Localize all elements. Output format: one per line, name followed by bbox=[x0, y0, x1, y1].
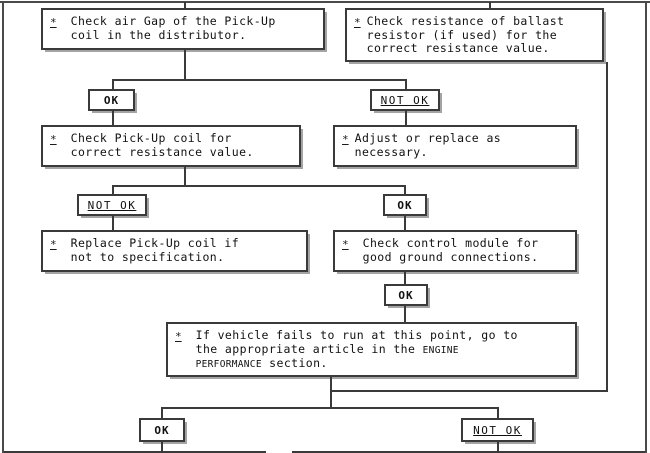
page-frame-left-border bbox=[2, 1, 4, 453]
node-check-ballast-resistor: * Check resistance of ballast resistor (… bbox=[345, 8, 604, 62]
node-check-control-module-text: Check control module for good ground con… bbox=[362, 236, 539, 264]
connector-airgap-down bbox=[184, 50, 186, 80]
tag-ok-bottom[interactable]: OK bbox=[139, 418, 185, 442]
node-check-pickup-coil: * Check Pick-Up coil for correct resista… bbox=[41, 125, 301, 167]
connector-airgap-branch-bar bbox=[112, 79, 407, 81]
tag-notok-pickup[interactable]: NOT OK bbox=[77, 194, 147, 216]
connector-bottom-to-ok bbox=[161, 407, 163, 419]
connector-bottom-join-drop bbox=[330, 390, 332, 408]
page-frame-right-border bbox=[645, 1, 647, 453]
node-replace-pickup-coil-text: Replace Pick-Up coil if not to specifica… bbox=[70, 236, 240, 264]
engine-performance-ref-engine: ENGINE bbox=[422, 344, 459, 356]
connector-notok-pickup-down bbox=[112, 216, 114, 230]
bullet-icon: * bbox=[50, 133, 57, 146]
bullet-icon: * bbox=[354, 16, 361, 29]
bullet-icon: * bbox=[342, 133, 349, 146]
tag-notok-ballast[interactable]: NOT OK bbox=[370, 89, 440, 111]
bullet-icon: * bbox=[50, 16, 57, 29]
tag-label: OK bbox=[398, 288, 414, 302]
connector-pickup-down bbox=[184, 167, 186, 186]
bullet-icon: * bbox=[175, 330, 182, 343]
connector-out-right-bar bbox=[292, 451, 645, 453]
engine-performance-line-2a: the appropriate article in the bbox=[195, 341, 423, 356]
bullet-icon: * bbox=[50, 238, 57, 251]
tag-label: OK bbox=[397, 198, 413, 212]
connector-engineperf-down bbox=[330, 377, 332, 391]
node-replace-pickup-coil: * Replace Pick-Up coil if not to specifi… bbox=[41, 230, 308, 272]
connector-bottom-join-bar bbox=[330, 390, 608, 392]
connector-in-left bbox=[184, 2, 186, 9]
node-engine-performance-text: If vehicle fails to run at this point, g… bbox=[195, 328, 567, 372]
node-check-ballast-resistor-text: Check resistance of ballast resistor (if… bbox=[366, 14, 565, 55]
connector-out-left bbox=[161, 442, 163, 453]
node-check-pickup-coil-text: Check Pick-Up coil for correct resistanc… bbox=[70, 131, 254, 159]
tag-label: NOT OK bbox=[473, 423, 522, 437]
connector-pickup-branch-bar bbox=[112, 185, 406, 187]
tag-ok-adjust[interactable]: OK bbox=[383, 194, 427, 216]
node-engine-performance: * If vehicle fails to run at this point,… bbox=[166, 322, 577, 377]
connector-pickup-to-ok bbox=[404, 185, 406, 194]
node-adjust-or-replace-text: Adjust or replace as necessary. bbox=[354, 131, 502, 159]
connector-module-down bbox=[404, 272, 406, 284]
connector-bottom-branch-bar bbox=[161, 407, 499, 409]
connector-out-right bbox=[497, 442, 499, 453]
node-adjust-or-replace: * Adjust or replace as necessary. bbox=[333, 125, 577, 167]
connector-bottom-to-notok bbox=[497, 407, 499, 419]
connector-notok-ballast-down bbox=[405, 111, 407, 125]
connector-out-left-bar bbox=[4, 451, 266, 453]
engine-performance-ref-performance: PERFORMANCE bbox=[195, 359, 262, 370]
node-check-air-gap-text: Check air Gap of the Pick-Up coil in the… bbox=[70, 14, 276, 42]
connector-ballast-bypass-vertical bbox=[606, 62, 608, 390]
connector-in-right bbox=[489, 2, 491, 9]
tag-label: OK bbox=[154, 423, 170, 437]
node-check-control-module: * Check control module for good ground c… bbox=[333, 230, 577, 272]
tag-notok-bottom[interactable]: NOT OK bbox=[461, 418, 534, 442]
engine-performance-line-3b: section. bbox=[261, 356, 328, 370]
connector-ok-airgap-down bbox=[112, 111, 114, 125]
page-frame-top-border bbox=[0, 1, 650, 3]
bullet-icon: * bbox=[342, 238, 349, 251]
tag-label: NOT OK bbox=[380, 93, 430, 107]
tag-label: OK bbox=[103, 93, 120, 107]
node-check-air-gap: * Check air Gap of the Pick-Up coil in t… bbox=[41, 8, 325, 50]
connector-airgap-to-notok bbox=[405, 79, 407, 89]
connector-ok-adjust-down bbox=[404, 216, 406, 230]
tag-ok-module[interactable]: OK bbox=[384, 284, 428, 306]
tag-ok-airgap[interactable]: OK bbox=[88, 89, 135, 111]
connector-pickup-to-notok bbox=[112, 185, 114, 194]
connector-airgap-to-ok bbox=[112, 79, 114, 89]
connector-ok-module-down bbox=[404, 306, 406, 322]
tag-label: NOT OK bbox=[87, 198, 137, 212]
engine-performance-line-1: If vehicle fails to run at this point, g… bbox=[195, 328, 518, 342]
